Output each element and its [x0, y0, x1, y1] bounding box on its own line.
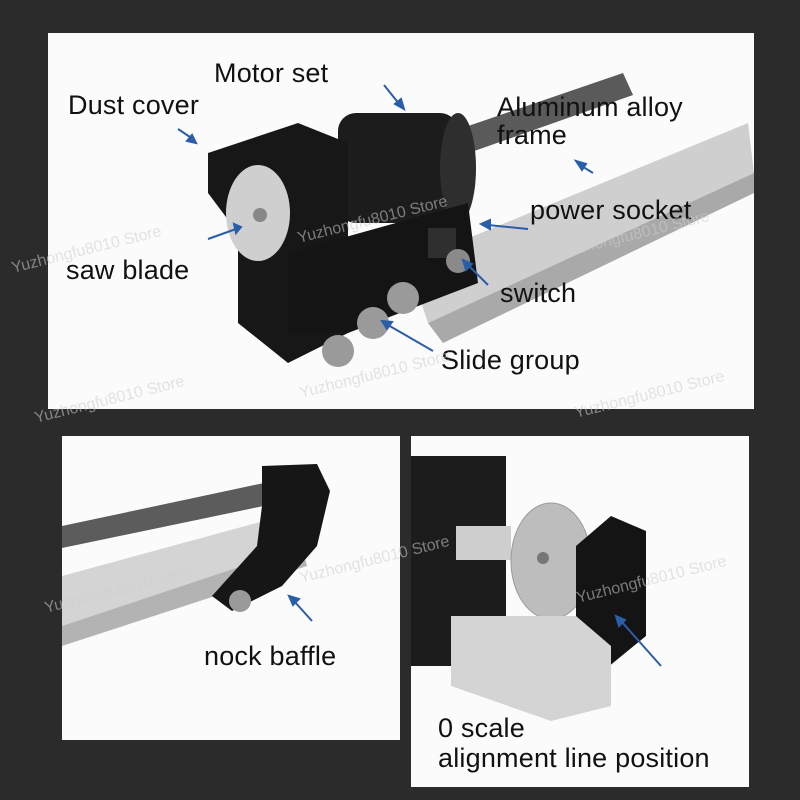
slide-roller	[322, 335, 354, 367]
motor-body	[338, 113, 458, 223]
nock-baffle-part	[212, 464, 330, 611]
label-dust-cover: Dust cover	[68, 90, 200, 120]
label-motor-set: Motor set	[214, 58, 329, 88]
saw-overview-illustration	[177, 73, 754, 367]
aluminum-frame-side	[428, 173, 754, 343]
zero-scale-illustration	[411, 456, 662, 721]
slide-roller	[387, 282, 419, 314]
label-switch: switch	[500, 278, 577, 308]
slide-roller	[446, 249, 470, 273]
label-slide-group: Slide group	[441, 345, 580, 375]
overview-panel	[48, 33, 754, 409]
arrow-nock-baffle	[287, 594, 301, 607]
label-frame-line2: frame	[497, 120, 568, 150]
label-power-socket: power socket	[530, 195, 692, 225]
zero-scale-panel	[411, 436, 749, 787]
label-saw-blade: saw blade	[66, 255, 190, 285]
arrow-switch	[461, 258, 474, 272]
nock-baffle-illustration	[62, 464, 330, 646]
label-frame-line1: Aluminum alloy	[497, 92, 683, 122]
arrow-slide-group	[380, 319, 394, 331]
blade-hub	[537, 552, 549, 564]
motor-end	[440, 113, 476, 223]
arrow-power-socket	[478, 218, 491, 231]
rail-profile	[62, 516, 302, 626]
label-nock-baffle: nock baffle	[204, 641, 337, 671]
aluminum-frame	[408, 123, 754, 323]
arrow-frame	[573, 159, 588, 172]
baffle-roller	[229, 590, 251, 612]
label-zero-scale-line1: 0 scale	[438, 713, 525, 743]
arrow-dust-cover	[185, 133, 198, 145]
arrow-zero-scale	[614, 614, 627, 628]
slide-roller	[357, 307, 389, 339]
label-zero-scale-line2: alignment line position	[438, 743, 710, 773]
nock-baffle-panel	[62, 436, 400, 740]
shaft-coupler	[456, 526, 511, 560]
arrow-motor-set	[393, 97, 406, 112]
guide-rod	[62, 476, 302, 548]
arrow-saw-blade	[232, 222, 243, 236]
blade-hub	[253, 208, 267, 222]
aluminum-profile	[451, 616, 611, 721]
